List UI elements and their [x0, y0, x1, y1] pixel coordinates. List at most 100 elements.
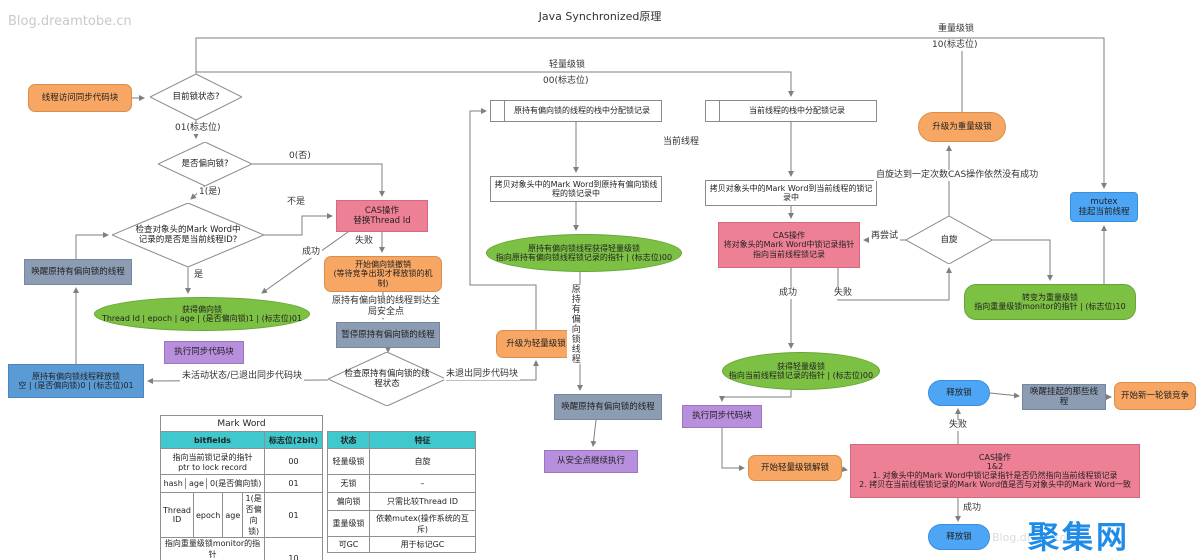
edge-label-same: 是: [192, 270, 206, 281]
node-exec-sync-block-2: 执行同步代码块: [682, 405, 762, 428]
decision-check-threadid: 检查对象头的Mark Word中记录的是否是当前线程ID?: [112, 203, 264, 267]
node-wake-suspended-threads: 唤醒挂起的那些线程: [1022, 384, 1106, 410]
table-row: 无锁–: [327, 474, 476, 493]
edge-label-unlock-ok: 成功: [961, 503, 984, 514]
node-copy-markword-current: 拷贝对象头中的Mark Word到当前线程的锁记录中: [705, 180, 877, 206]
bitfield-cell: 0(是否偏向锁): [206, 478, 264, 489]
table-row: 指向重量级锁monitor的指针 ptr to heavyweight moni…: [160, 537, 323, 560]
edge-label-current-thread: 当前线程: [661, 137, 702, 148]
flag-cell: 10: [264, 537, 323, 560]
col-header-flag: 标志位(2bit): [264, 431, 323, 449]
edge-label-flag01: 01(标志位): [173, 123, 223, 134]
node-origin-gets-lightweight: 原持有偏向锁线程获得轻量级锁 指向原持有偏向锁线程锁记录的指针 | (标志位)0…: [486, 234, 682, 272]
table-row: hash age 0(是否偏向锁) 01: [160, 474, 323, 493]
bitfield-cell: epoch: [192, 493, 222, 537]
edge-label-heavyweight-flag: 10(标志位): [930, 40, 980, 51]
node-copy-markword-current-label: 拷贝对象头中的Mark Word到当前线程的锁记录中: [709, 183, 873, 202]
decision-origin-thread-state-label: 检查原持有偏向锁的线程状态: [344, 368, 430, 389]
site-logo: 聚集网: [1028, 520, 1130, 556]
col-header-bitfields: bitfields: [160, 431, 265, 449]
flag-cell: 00: [264, 448, 323, 475]
node-release-lock-2: 释放锁: [928, 524, 990, 550]
feature-cell: 自旋: [369, 448, 476, 475]
node-mutex-suspend: mutex 挂起当前线程: [1070, 192, 1138, 222]
table-row: Thread ID epoch age 1(是否偏向锁) 01: [160, 492, 323, 538]
decision-origin-thread-state: 检查原持有偏向锁的线程状态: [328, 352, 446, 406]
bitfield-cell: age: [222, 493, 242, 537]
node-cas-unlock-check: CAS操作 1&2 1. 对象头中的Mark Word中锁记录指针是否仍然指向当…: [850, 444, 1140, 498]
bitfield-cell: hash: [163, 479, 183, 488]
edge-label-spin-fail: 自旋达到一定次数CAS操作依然没有成功: [874, 170, 1041, 181]
node-get-biased-lock: 获得偏向锁 Thread Id | epoch | age | (是否偏向锁)1…: [94, 297, 310, 331]
table-row: 重量级锁依赖mutex(操作系统的互斥): [327, 510, 476, 537]
decision-lock-state-label: 目前锁状态?: [172, 91, 220, 102]
node-wake-origin-thread-mid: 唤醒原持有偏向锁的线程: [554, 394, 662, 420]
decision-is-biased-label: 是否偏向锁?: [181, 158, 229, 169]
edge-label-lightweight-flag: 00(标志位): [541, 76, 591, 87]
node-wake-origin-thread-left: 唤醒原持有偏向锁的线程: [24, 259, 132, 285]
node-upgrade-heavyweight: 升级为重量级锁: [918, 112, 1006, 142]
decision-spin: 自旋: [906, 216, 992, 264]
decision-lock-state: 目前锁状态?: [150, 74, 242, 120]
node-cas-replace-threadid: CAS操作 替换Thread Id: [336, 200, 428, 232]
node-release-lock-1: 释放锁: [928, 380, 990, 406]
node-stack-record-current: 当前线程的栈中分配锁记录: [705, 100, 877, 122]
edge-label-retry: 再尝试: [869, 231, 901, 242]
edge-label-not-same: 不是: [285, 197, 308, 208]
bitfield-cell: Thread ID: [163, 506, 191, 524]
table-row: 轻量级锁自旋: [327, 448, 476, 475]
page-title: Java Synchronized原理: [538, 10, 662, 23]
node-exec-sync-block-1: 执行同步代码块: [164, 341, 244, 364]
state-cell: 轻量级锁: [327, 448, 370, 475]
node-cas-pointer: CAS操作 将对象头的Mark Word中锁记录指针 指向当前线程锁记录: [718, 222, 860, 268]
state-cell: 重量级锁: [327, 510, 370, 537]
node-copy-markword-origin-label: 拷贝对象头中的Mark Word到原持有偏向锁线程的锁记录中: [494, 179, 658, 198]
edge-label-not-exit: 未退出同步代码块: [444, 369, 521, 380]
watermark-bottom-right: Blog.dreamtobe: [992, 531, 1081, 544]
edge-label-lightweight: 轻量级锁: [547, 60, 588, 71]
node-unlock-start: 开始轻量级锁解锁: [748, 455, 842, 481]
state-cell: 可GC: [327, 536, 370, 553]
table-row: 偏向锁只需比较Thread ID: [327, 492, 476, 511]
node-become-heavyweight: 转变为重量级锁 指向重量级锁monitor的指针 | (标志位)10: [964, 284, 1136, 320]
record-divider: [504, 101, 505, 121]
markword-table: Mark Word bitfields 标志位(2bit) 指向当前锁记录的指针…: [160, 415, 476, 560]
node-pause-origin-thread: 暂停原持有偏向锁的线程: [336, 322, 440, 348]
bitfield-cell: 1(是否偏向锁): [242, 493, 264, 537]
node-bias-revoke-start: 开始偏向锁撤销 (等待竞争出现才释放锁的机制): [324, 256, 442, 292]
flag-cell: 01: [264, 474, 323, 493]
table-title: Mark Word: [160, 415, 323, 432]
feature-cell: 用于标记GC: [369, 536, 476, 553]
bitfield-cell: 指向当前锁记录的指针 ptr to lock record: [172, 452, 253, 472]
flag-cell: 01: [264, 492, 323, 538]
decision-is-biased: 是否偏向锁?: [158, 142, 252, 186]
edge-label-cas-light-fail: 失败: [832, 288, 855, 299]
edge-label-yes: 1(是): [197, 187, 223, 198]
state-cell: 无锁: [327, 474, 370, 493]
markword-table-left: Mark Word bitfields 标志位(2bit) 指向当前锁记录的指针…: [160, 415, 323, 560]
bitfield-cell: age: [185, 478, 206, 489]
feature-cell: 只需比较Thread ID: [369, 492, 476, 511]
watermark-top-left: Blog.dreamtobe.cn: [8, 14, 132, 29]
node-continue-from-safepoint: 从安全点继续执行: [544, 450, 638, 473]
col-header-feature: 特征: [369, 431, 476, 449]
node-stack-record-current-label: 当前线程的栈中分配锁记录: [749, 106, 845, 116]
record-divider: [719, 101, 720, 121]
state-cell: 偏向锁: [327, 492, 370, 511]
decision-check-threadid-label: 检查对象头的Mark Word中记录的是否是当前线程ID?: [135, 224, 241, 245]
node-stack-record-origin: 原持有偏向锁的线程的栈中分配锁记录: [490, 100, 662, 122]
node-copy-markword-origin: 拷贝对象头中的Mark Word到原持有偏向锁线程的锁记录中: [490, 176, 662, 202]
node-upgrade-lightweight: 升级为轻量级锁: [496, 330, 576, 358]
node-new-lock-round: 开始新一轮锁竞争: [1114, 382, 1196, 410]
edge-label-safepoint: 原持有偏向锁的线程到达全局安全点: [327, 296, 445, 318]
bitfield-cell: 指向重量级锁monitor的指针 ptr to heavyweight moni…: [164, 539, 261, 559]
edge-label-unlock-fail: 失败: [947, 420, 970, 431]
edge-label-cas-bias-ok: 成功: [300, 247, 323, 258]
decision-spin-label: 自旋: [940, 234, 958, 245]
table-row: 指向当前锁记录的指针 ptr to lock record 00: [160, 448, 323, 475]
edge-label-cas-bias-fail: 失败: [353, 236, 376, 247]
edge-label-no: 0(否): [287, 151, 313, 162]
node-release-biased-lock: 原持有偏向锁线程释放锁 空 | (是否偏向锁)0 | (标志位)01: [8, 364, 144, 398]
node-stack-record-origin-label: 原持有偏向锁的线程的栈中分配锁记录: [514, 106, 650, 116]
